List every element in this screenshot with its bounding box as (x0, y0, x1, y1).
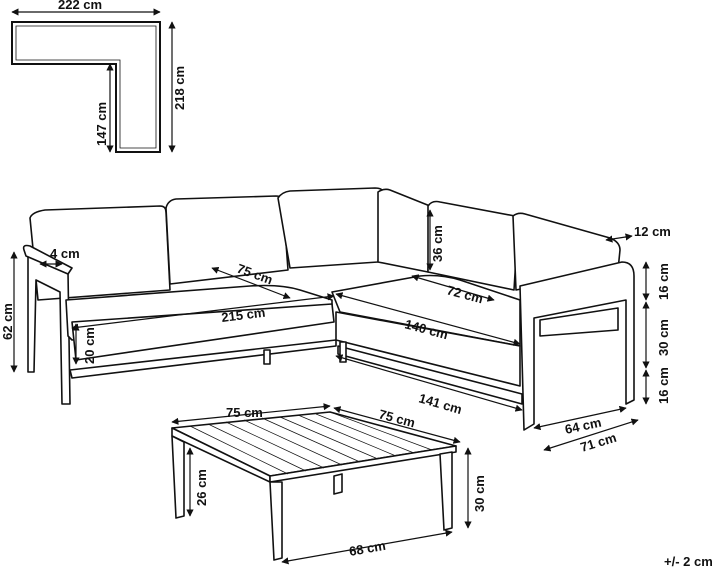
back-cushion-3 (277, 187, 386, 269)
floor-plan: 222 cm 218 cm 147 cm (11, 0, 187, 153)
sofa-dimensions (10, 209, 650, 452)
total-height-label: 62 cm (0, 303, 15, 340)
table-leg-front (269, 481, 283, 561)
floor-plan-inner-outline (15, 25, 157, 149)
table-height-label: 30 cm (472, 475, 487, 512)
arm-bottom-label: 16 cm (656, 367, 671, 404)
seat-height-label: 20 cm (82, 327, 97, 364)
table-leg-right (439, 451, 453, 531)
table-leg-height-label: 26 cm (194, 469, 209, 506)
floor-plan-depth-label: 218 cm (172, 66, 187, 110)
right-armrest (519, 261, 635, 431)
back-cushion-corner (377, 188, 431, 273)
arm-top-label: 16 cm (656, 263, 671, 300)
floor-plan-inner-label: 147 cm (94, 102, 109, 146)
table-leg-back (333, 473, 343, 495)
long-leg (263, 349, 271, 365)
chaise-width-label: 64 cm (564, 415, 603, 437)
armrest-width-label: 12 cm (634, 224, 671, 239)
floor-plan-width-label: 222 cm (58, 0, 102, 12)
table-width-label: 75 cm (226, 405, 263, 420)
left-armrest (27, 251, 71, 405)
coffee-table (171, 411, 457, 561)
sofa-drawing (22, 187, 635, 431)
table-top-side (269, 445, 457, 483)
chaise-total-label: 71 cm (578, 430, 618, 455)
armrest-label: 4 cm (50, 246, 80, 261)
table-dimensions (171, 403, 472, 565)
back-height-label: 36 cm (430, 225, 445, 262)
table-base-label: 68 cm (348, 538, 387, 559)
chaise-bottom-label: 141 cm (417, 390, 464, 417)
tolerance-note: +/- 2 cm (664, 554, 713, 569)
table-leg-left (171, 435, 185, 519)
left-length-label: 215 cm (221, 305, 267, 325)
right-armrest-inner (539, 307, 619, 337)
floor-plan-outline (11, 21, 161, 153)
arm-mid-label: 30 cm (656, 319, 671, 356)
